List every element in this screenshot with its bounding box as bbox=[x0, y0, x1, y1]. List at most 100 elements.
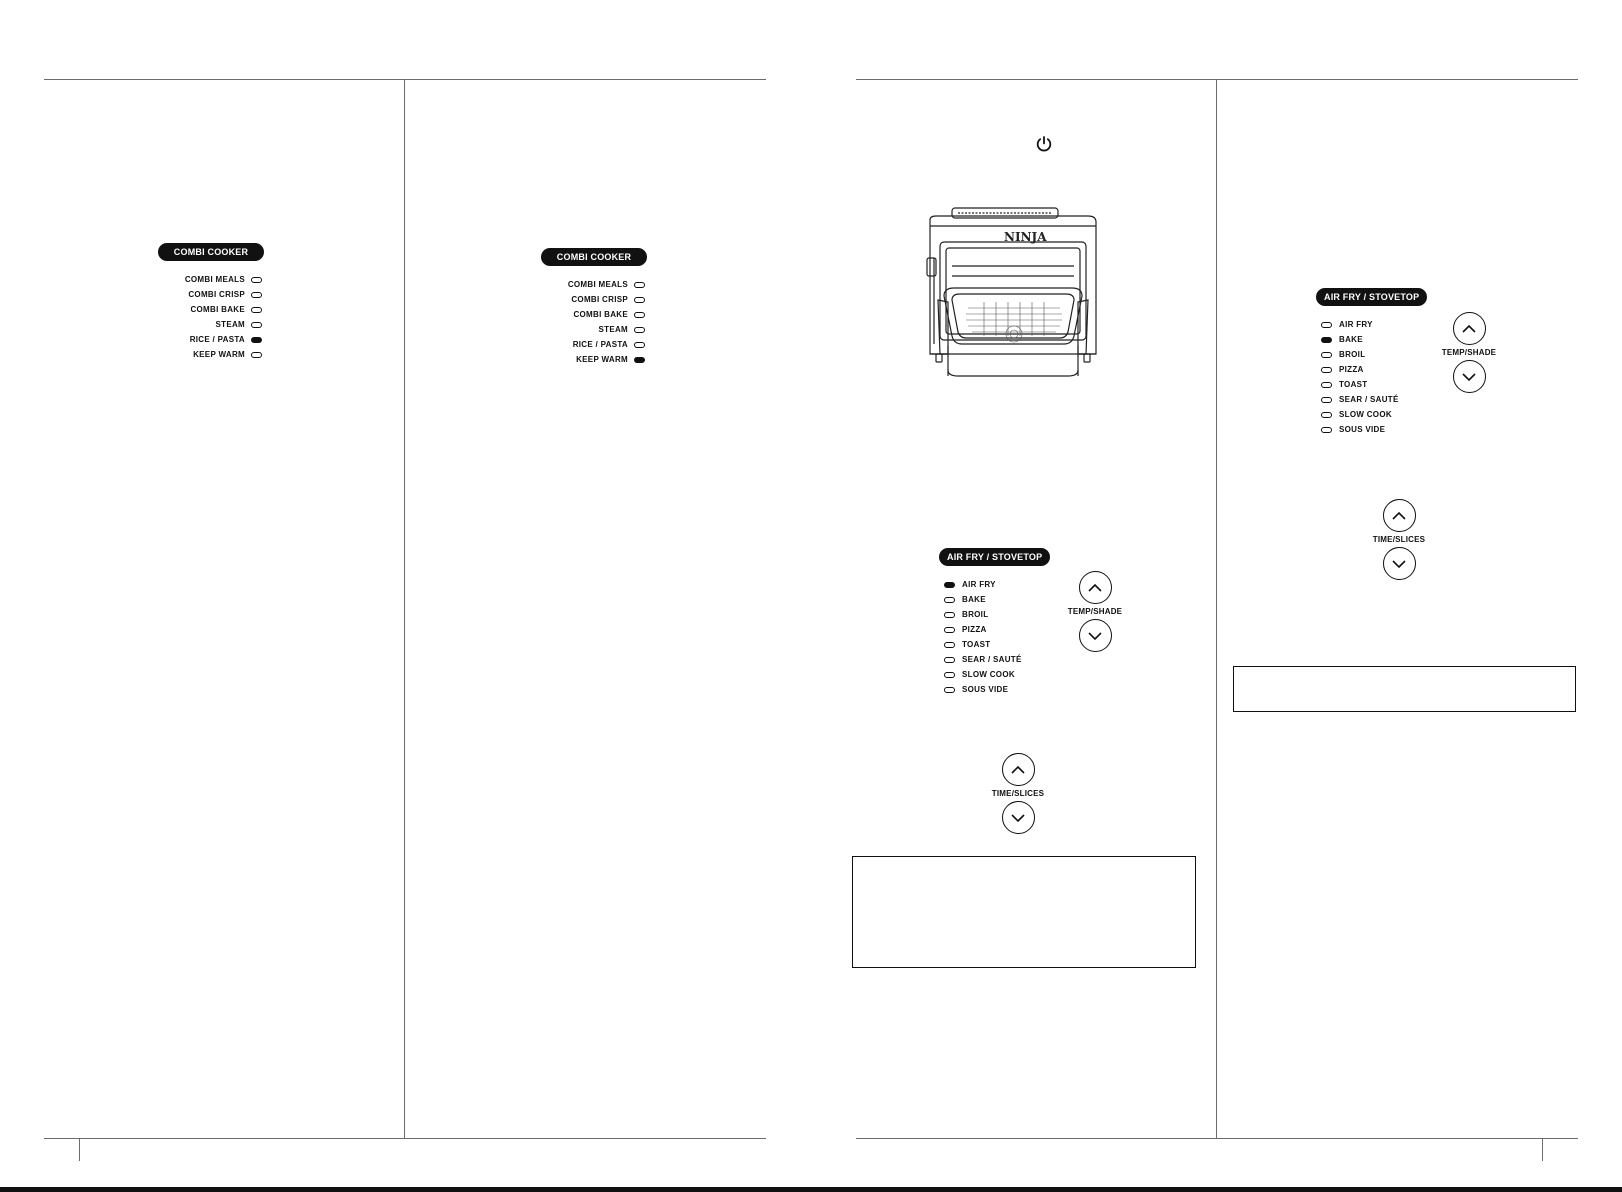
mode-option[interactable]: BROIL bbox=[944, 607, 1049, 622]
temp-up-button[interactable] bbox=[1078, 571, 1112, 604]
mode-option[interactable]: TOAST bbox=[944, 637, 1049, 652]
indicator-light-off bbox=[944, 671, 955, 678]
indicator-light-off bbox=[1321, 321, 1332, 328]
combi-cooker-title: COMBI COOKER bbox=[540, 248, 648, 266]
indicator-light-on bbox=[944, 581, 955, 588]
mode-option-label: SLOW COOK bbox=[1339, 410, 1392, 419]
mode-option[interactable]: SOUS VIDE bbox=[1321, 422, 1426, 437]
time-up-button[interactable] bbox=[1382, 499, 1416, 532]
mode-option-label: STEAM bbox=[598, 325, 628, 334]
mode-option-label: SOUS VIDE bbox=[1339, 425, 1386, 434]
page-tick-left bbox=[79, 1138, 80, 1161]
mode-option[interactable]: COMBI CRISP bbox=[150, 287, 262, 302]
mode-option-label: COMBI CRISP bbox=[188, 290, 245, 299]
column-divider-left bbox=[404, 79, 405, 1138]
mode-option-label: TOAST bbox=[1339, 380, 1368, 389]
indicator-light-off bbox=[1321, 426, 1332, 433]
mode-option[interactable]: AIR FRY bbox=[1321, 317, 1426, 332]
indicator-light-off bbox=[944, 611, 955, 618]
mode-option-label: BROIL bbox=[962, 610, 989, 619]
top-rule-left bbox=[44, 79, 766, 80]
chevron-up-icon bbox=[1011, 765, 1025, 774]
temp-shade-control-2: TEMP/SHADE bbox=[1434, 312, 1504, 393]
brand-logo: NINJA bbox=[1004, 230, 1047, 244]
mode-option-label: COMBI BAKE bbox=[573, 310, 628, 319]
mode-option[interactable]: SOUS VIDE bbox=[944, 682, 1049, 697]
mode-option[interactable]: TOAST bbox=[1321, 377, 1426, 392]
mode-option[interactable]: STEAM bbox=[150, 317, 262, 332]
chevron-up-icon bbox=[1088, 583, 1102, 592]
mode-option[interactable]: COMBI BAKE bbox=[533, 307, 645, 322]
mode-option-label: KEEP WARM bbox=[193, 350, 245, 359]
mode-option[interactable]: SEAR / SAUTÉ bbox=[1321, 392, 1426, 407]
temp-shade-control-1: TEMP/SHADE bbox=[1060, 571, 1130, 652]
mode-option-label: COMBI BAKE bbox=[190, 305, 245, 314]
mode-option[interactable]: KEEP WARM bbox=[533, 352, 645, 367]
temp-shade-label: TEMP/SHADE bbox=[1441, 348, 1497, 357]
indicator-light-off bbox=[634, 326, 645, 333]
mode-option-label: AIR FRY bbox=[1339, 320, 1373, 329]
mode-option[interactable]: KEEP WARM bbox=[150, 347, 262, 362]
mode-option-label: TOAST bbox=[962, 640, 991, 649]
indicator-light-on bbox=[251, 336, 262, 343]
temp-up-button[interactable] bbox=[1452, 312, 1486, 345]
indicator-light-off bbox=[1321, 351, 1332, 358]
mode-option[interactable]: BAKE bbox=[944, 592, 1049, 607]
mode-option[interactable]: COMBI MEALS bbox=[150, 272, 262, 287]
mode-option-label: COMBI MEALS bbox=[184, 275, 245, 284]
mode-option[interactable]: PIZZA bbox=[944, 622, 1049, 637]
indicator-light-off bbox=[634, 311, 645, 318]
time-down-button[interactable] bbox=[1001, 801, 1035, 834]
indicator-light-off bbox=[634, 341, 645, 348]
time-slices-label: TIME/SLICES bbox=[1372, 535, 1426, 544]
temp-down-button[interactable] bbox=[1078, 619, 1112, 652]
mode-option-label: RICE / PASTA bbox=[189, 335, 245, 344]
combi-cooker-title: COMBI COOKER bbox=[157, 243, 265, 261]
time-down-button[interactable] bbox=[1382, 547, 1416, 580]
indicator-light-off bbox=[634, 296, 645, 303]
indicator-light-off bbox=[251, 276, 262, 283]
mode-option-label: BAKE bbox=[962, 595, 986, 604]
mode-option[interactable]: COMBI CRISP bbox=[533, 292, 645, 307]
mode-option-label: KEEP WARM bbox=[576, 355, 628, 364]
chevron-up-icon bbox=[1462, 324, 1476, 333]
column-divider-right bbox=[1216, 79, 1217, 1138]
mode-option-label: SEAR / SAUTÉ bbox=[1339, 395, 1399, 404]
mode-option[interactable]: AIR FRY bbox=[944, 577, 1049, 592]
mode-option[interactable]: COMBI BAKE bbox=[150, 302, 262, 317]
indicator-light-off bbox=[634, 281, 645, 288]
mode-option[interactable]: COMBI MEALS bbox=[533, 277, 645, 292]
mode-option[interactable]: RICE / PASTA bbox=[533, 337, 645, 352]
mode-option-label: SEAR / SAUTÉ bbox=[962, 655, 1022, 664]
mode-option[interactable]: PIZZA bbox=[1321, 362, 1426, 377]
chevron-down-icon bbox=[1088, 631, 1102, 640]
mode-option-label: BROIL bbox=[1339, 350, 1366, 359]
indicator-light-off bbox=[1321, 411, 1332, 418]
indicator-light-off bbox=[944, 596, 955, 603]
bottom-rule-right bbox=[856, 1138, 1578, 1139]
indicator-light-off bbox=[1321, 381, 1332, 388]
mode-option[interactable]: BAKE bbox=[1321, 332, 1426, 347]
mode-option-label: BAKE bbox=[1339, 335, 1363, 344]
mode-option[interactable]: RICE / PASTA bbox=[150, 332, 262, 347]
chevron-down-icon bbox=[1462, 372, 1476, 381]
mode-option[interactable]: SEAR / SAUTÉ bbox=[944, 652, 1049, 667]
indicator-light-off bbox=[251, 306, 262, 313]
time-up-button[interactable] bbox=[1001, 753, 1035, 786]
note-box-2 bbox=[1233, 666, 1576, 712]
mode-option-label: STEAM bbox=[215, 320, 245, 329]
mode-option[interactable]: SLOW COOK bbox=[1321, 407, 1426, 422]
mode-option[interactable]: SLOW COOK bbox=[944, 667, 1049, 682]
chevron-down-icon bbox=[1392, 559, 1406, 568]
mode-option[interactable]: BROIL bbox=[1321, 347, 1426, 362]
indicator-light-off bbox=[251, 351, 262, 358]
indicator-light-off bbox=[944, 641, 955, 648]
mode-option[interactable]: STEAM bbox=[533, 322, 645, 337]
appliance-illustration: NINJA bbox=[924, 204, 1102, 378]
indicator-light-off bbox=[944, 626, 955, 633]
time-slices-control-2: TIME/SLICES bbox=[1364, 499, 1434, 580]
temp-down-button[interactable] bbox=[1452, 360, 1486, 393]
mode-option-label: SLOW COOK bbox=[962, 670, 1015, 679]
mode-option-label: RICE / PASTA bbox=[572, 340, 628, 349]
